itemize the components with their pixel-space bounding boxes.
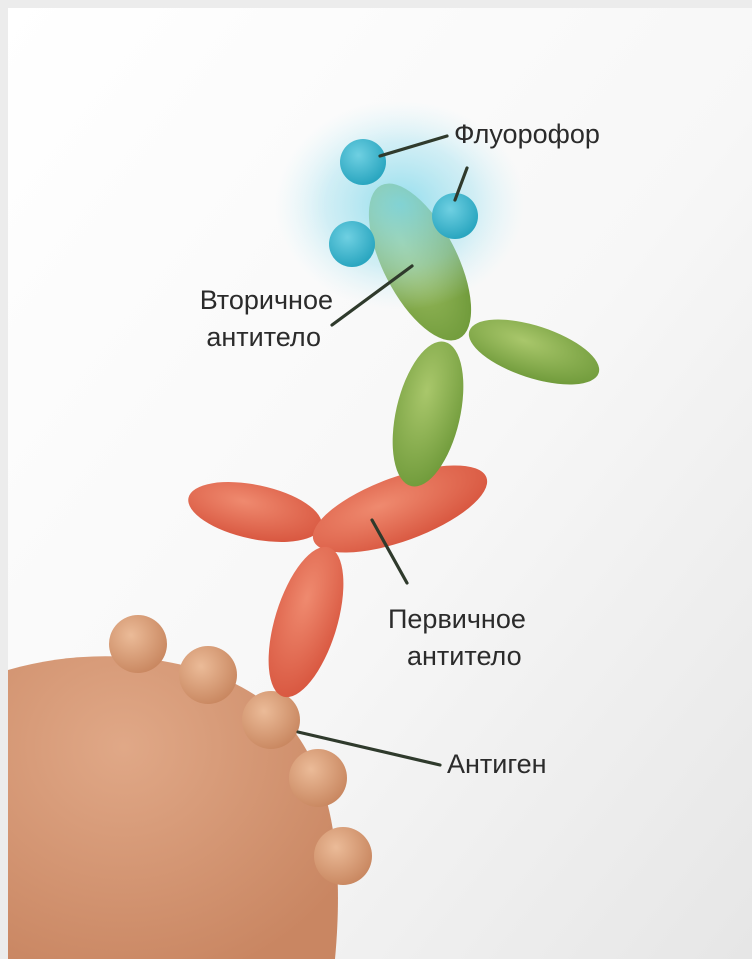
label-primary-antibody-line2: антитело xyxy=(407,641,522,671)
label-fluorophore: Флуорофор xyxy=(454,119,600,149)
label-primary-antibody-line1: Первичное xyxy=(388,604,526,634)
label-antigen: Антиген xyxy=(447,749,547,779)
label-secondary-antibody-line2: антитело xyxy=(206,322,321,352)
antigen-bead xyxy=(242,691,300,749)
antigen-bead xyxy=(314,827,372,885)
antigen-bead xyxy=(289,749,347,807)
antigen-bead xyxy=(109,615,167,673)
fluorophore-dot xyxy=(340,139,386,185)
antigen-bead xyxy=(179,646,237,704)
label-secondary-antibody-line1: Вторичное xyxy=(200,285,333,315)
fluorophore-dot xyxy=(329,221,375,267)
